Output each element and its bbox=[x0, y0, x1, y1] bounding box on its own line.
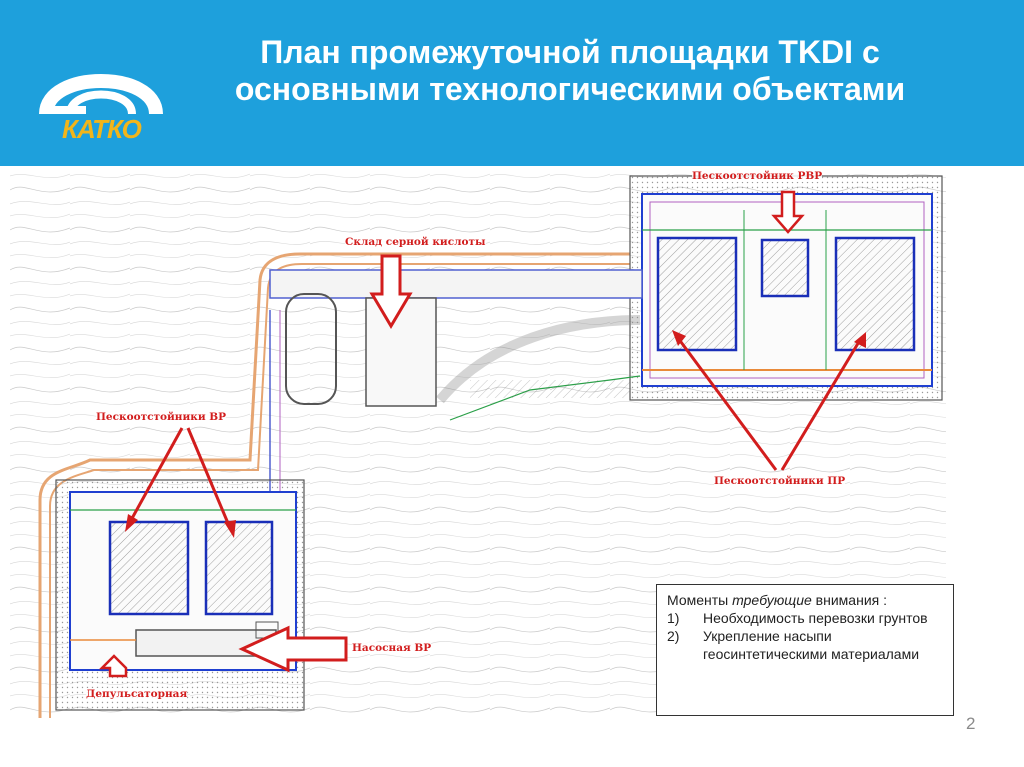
label-sand-traps-rvr: Пескоотстойник РВР bbox=[692, 170, 823, 182]
label-acid-storage: Склад серной кислоты bbox=[345, 236, 486, 248]
acid-storage-building bbox=[365, 297, 437, 407]
attention-notes-box: Моменты требующие внимания : 1) Необходи… bbox=[656, 584, 954, 716]
sand-trap-pr-left bbox=[656, 236, 738, 352]
notes-item-number: 2) bbox=[667, 628, 680, 644]
label-sand-traps-pr: Пескоотстойники ПР bbox=[714, 475, 846, 487]
sand-trap-vr-left bbox=[108, 520, 190, 616]
access-road-edge bbox=[49, 263, 630, 718]
notes-item-text: Необходимость перевозки грунтов bbox=[703, 610, 928, 626]
arrowhead-vr-left bbox=[125, 514, 138, 532]
label-pump-station-vr: Насосная ВР bbox=[352, 642, 432, 654]
arrow-pr-left bbox=[676, 337, 778, 471]
title-line-2: основными технологическими объектами bbox=[234, 71, 906, 107]
sand-trap-vr-right bbox=[204, 520, 274, 616]
middle-corridor bbox=[269, 269, 643, 500]
page-number: 2 bbox=[966, 714, 976, 733]
arrowhead-pr-left bbox=[672, 330, 686, 346]
notes-heading-suffix: внимания : bbox=[811, 592, 887, 608]
logo-wordmark: КАТКО bbox=[62, 114, 142, 144]
notes-item: 1) Необходимость перевозки грунтов bbox=[667, 609, 943, 627]
block-arrow-dispatch bbox=[98, 654, 128, 678]
title-line-1: План промежуточной площадки TKDI с bbox=[260, 34, 880, 70]
notes-heading-prefix: Моменты bbox=[667, 592, 733, 608]
slide-title: План промежуточной площадки TKDI с основ… bbox=[160, 34, 980, 108]
arrow-vr-right bbox=[186, 427, 232, 529]
block-arrow-acid-storage bbox=[369, 254, 413, 329]
katko-logo bbox=[39, 74, 163, 116]
annotation-arrows bbox=[128, 337, 862, 529]
slide-header: КАТКО План промежуточной площадки TKDI с… bbox=[0, 0, 1024, 166]
arrowhead-pr-right bbox=[854, 332, 866, 348]
label-sand-traps-vr: Пескоотстойники ВР bbox=[96, 411, 227, 423]
access-road bbox=[38, 252, 630, 718]
notes-heading-emphasis: требующие bbox=[732, 592, 812, 608]
notes-item-number: 1) bbox=[667, 610, 680, 626]
block-arrow-rvr bbox=[771, 190, 805, 234]
embankment bbox=[470, 380, 630, 398]
notes-item-text: Укрепление насыпи геосинтетическими мате… bbox=[703, 628, 920, 662]
lower-facility bbox=[55, 479, 305, 711]
notes-heading: Моменты требующие внимания : bbox=[667, 591, 943, 609]
arrow-pr-right bbox=[780, 339, 862, 471]
sand-trap-pr-right bbox=[834, 236, 916, 352]
block-arrow-pump-station bbox=[238, 625, 348, 673]
notes-item: 2) Укрепление насыпи геосинтетическими м… bbox=[667, 627, 943, 663]
arrow-vr-left bbox=[128, 427, 184, 523]
sand-trap-rvr bbox=[760, 238, 810, 298]
label-dispatch-room: Депульсаторная bbox=[86, 688, 188, 700]
arrowhead-vr-right bbox=[224, 520, 236, 538]
